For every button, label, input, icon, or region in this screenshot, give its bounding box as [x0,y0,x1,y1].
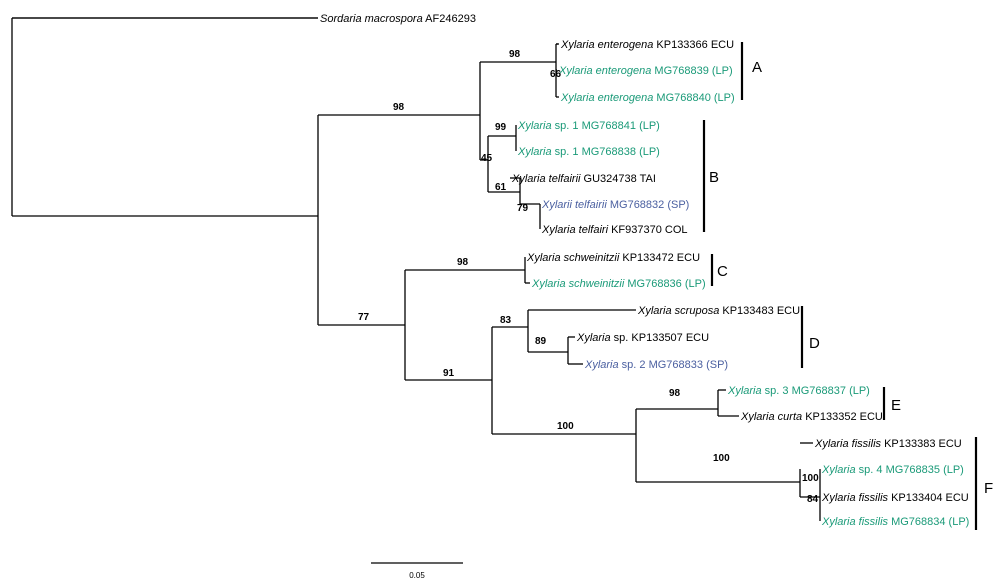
support-value-telfairii: 61 [495,182,507,193]
taxon-label: Xylaria schweinitzii KP133472 ECU [526,252,700,264]
taxon-label: Xylaria sp. 4 MG768835 (LP) [821,464,964,476]
taxon-name: Xylaria [576,332,611,344]
taxon-label: Xylaria curta KP133352 ECU [740,411,883,423]
taxon-accession: MG768834 (LP) [888,516,969,528]
support-value-root_inner: 98 [393,102,405,113]
support-values: 98 98 66 45 99 61 79 77 98 91 83 89 100 98 100 100 84 [358,49,819,505]
taxon-name: Xylaria telfairi [541,224,609,236]
support-value-f_inner: 100 [802,473,819,484]
taxon-accession: KP133383 ECU [881,438,962,450]
support-value-cdef: 77 [358,312,370,323]
taxon-name: Xylaria enterogena [560,92,653,104]
support-value-clade_d: 83 [500,315,512,326]
support-value-ab_join: 45 [481,153,493,164]
taxon-accession: KF937370 COL [608,224,688,236]
taxon-name: Xylaria fissilis [821,492,889,504]
support-value-telfairii_inner: 79 [517,203,529,214]
taxon-name: Xylaria schweinitzii [531,278,625,290]
support-value-clade_a: 98 [509,49,521,60]
taxon-name: Xylaria schweinitzii [526,252,620,264]
taxon-name: Xylaria fissilis [814,438,882,450]
taxon-accession: MG768840 (LP) [653,92,734,104]
taxon-accession: KP133352 ECU [802,411,883,423]
taxon-accession: sp. 1 MG768841 (LP) [552,120,660,132]
clade-label-E: E [891,397,901,414]
support-value-f_inner2: 84 [807,494,819,505]
taxon-name: Xylaria scruposa [637,305,719,317]
support-value-ef: 100 [557,421,574,432]
taxon-label: Xylaria fissilis KP133404 ECU [821,492,969,504]
support-value-clade_e: 98 [669,388,681,399]
taxon-accession: sp. 2 MG768833 (SP) [619,359,728,371]
support-value-a_inner: 66 [550,69,562,80]
clade-label-C: C [717,263,728,280]
taxon-accession: sp. 1 MG768838 (LP) [552,146,660,158]
taxon-label: Xylaria telfairi KF937370 COL [541,224,688,236]
taxon-name: Xylaria telfairii [511,173,581,185]
taxon-label: Xylaria telfairii GU324738 TAI [511,173,656,185]
taxon-name: Sordaria macrospora [320,13,423,25]
taxon-name: Xylaria enterogena [560,39,653,51]
taxon-name: Xylarii telfairii [541,199,607,211]
taxon-label: Xylaria fissilis MG768834 (LP) [821,516,969,528]
taxon-label: Xylaria fissilis KP133383 ECU [814,438,962,450]
taxon-accession: sp. 4 MG768835 (LP) [856,464,964,476]
taxon-label: Xylarii telfairii MG768832 (SP) [541,199,689,211]
taxon-label: Xylaria sp. KP133507 ECU [576,332,709,344]
support-value-clade_c: 98 [457,257,469,268]
taxon-name: Xylaria enterogena [558,65,651,77]
scale-bar: 0.05 [371,562,463,580]
clade-label-B: B [709,169,719,186]
taxon-name: Xylaria fissilis [821,516,889,528]
tree-branches [11,17,821,521]
support-value-def: 91 [443,368,455,379]
taxon-accession: KP133366 ECU [653,39,734,51]
scale-bar-label: 0.05 [409,571,425,580]
support-value-d_inner: 89 [535,336,547,347]
taxon-accession: sp. 3 MG768837 (LP) [762,385,870,397]
taxon-label: Xylaria sp. 2 MG768833 (SP) [584,359,728,371]
taxon-accession: KP133404 ECU [888,492,969,504]
taxon-label: Xylaria enterogena MG768839 (LP) [558,65,733,77]
taxon-accession: GU324738 TAI [580,173,655,185]
taxon-label: Xylaria schweinitzii MG768836 (LP) [531,278,706,290]
taxon-label: Xylaria enterogena KP133366 ECU [560,39,734,51]
taxon-accession: KP133472 ECU [619,252,700,264]
taxon-label: Sordaria macrospora AF246293 [320,13,476,25]
taxon-accession: MG768836 (LP) [624,278,705,290]
taxon-accession: KP133483 ECU [719,305,800,317]
taxon-label: Xylaria sp. 3 MG768837 (LP) [727,385,870,397]
taxon-accession: AF246293 [423,13,476,25]
taxon-accession: MG768839 (LP) [651,65,732,77]
taxon-accession: MG768832 (SP) [607,199,690,211]
taxon-label: Xylaria enterogena MG768840 (LP) [560,92,735,104]
support-value-sp1: 99 [495,122,507,133]
clade-label-A: A [752,59,762,76]
taxon-label: Xylaria sp. 1 MG768838 (LP) [517,146,660,158]
taxon-name: Xylaria [584,359,619,371]
clade-label-F: F [984,480,993,497]
support-value-clade_f: 100 [713,453,730,464]
taxon-accession: sp. KP133507 ECU [611,332,710,344]
taxon-name: Xylaria [821,464,856,476]
taxon-label: Xylaria scruposa KP133483 ECU [637,305,800,317]
taxon-name: Xylaria [517,146,552,158]
taxon-name: Xylaria [727,385,762,397]
clade-label-D: D [809,335,820,352]
clade-brackets: A B C D E F [702,42,993,530]
taxon-label: Xylaria sp. 1 MG768841 (LP) [517,120,660,132]
taxon-name: Xylaria curta [740,411,802,423]
taxon-name: Xylaria [517,120,552,132]
